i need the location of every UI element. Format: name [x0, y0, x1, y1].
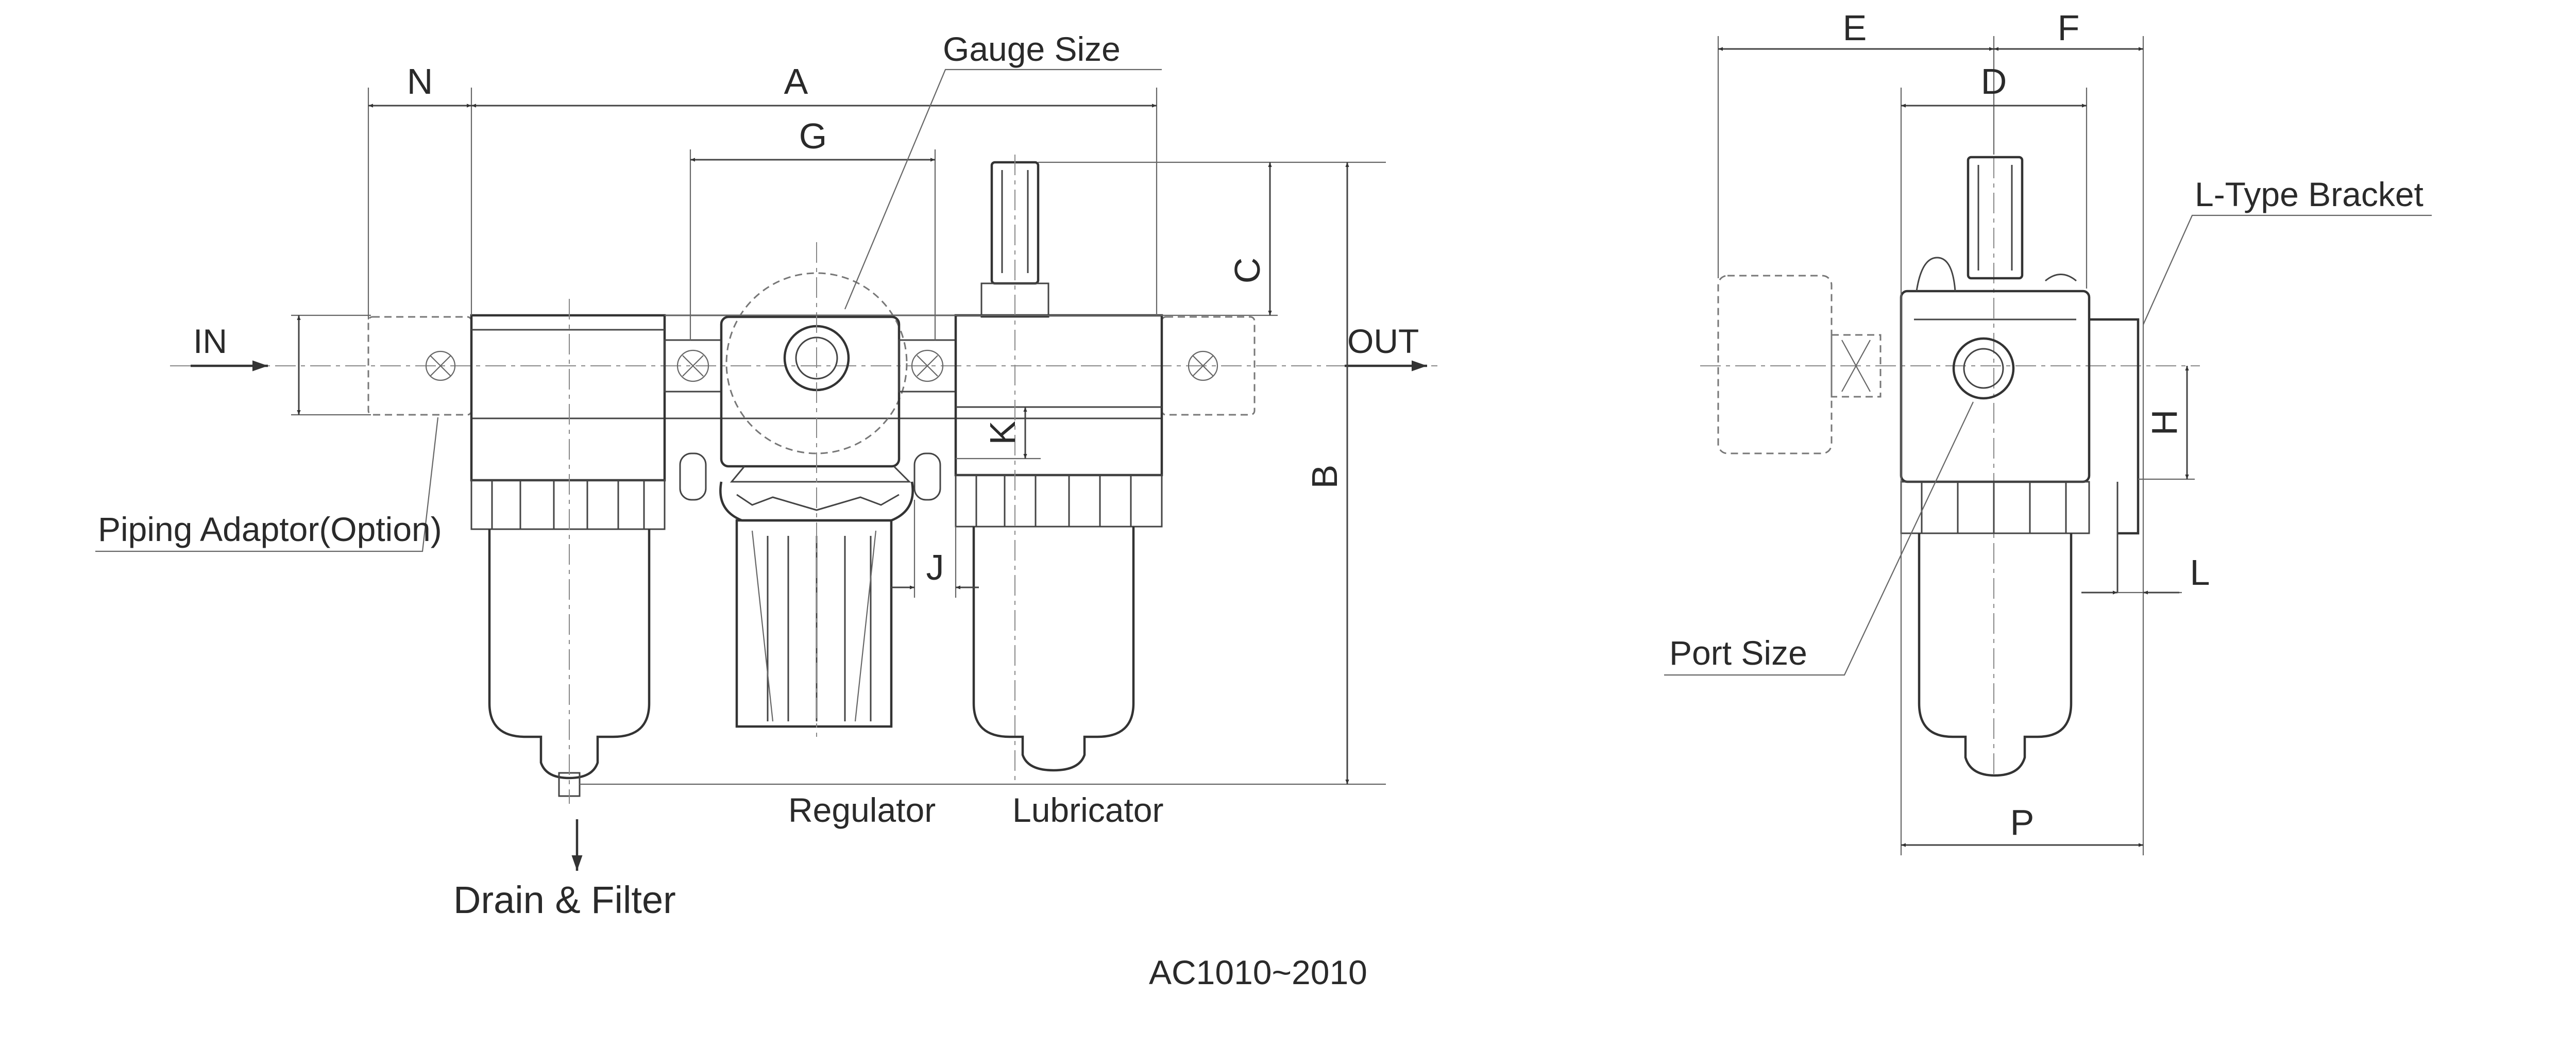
dim-e-label: E — [1843, 8, 1867, 48]
side-view — [1664, 36, 2432, 855]
dim-b-label: B — [1304, 465, 1345, 489]
lubricator-label: Lubricator — [1012, 791, 1164, 829]
front-view — [95, 69, 1437, 871]
piping-adaptor-label: Piping Adaptor(Option) — [98, 510, 442, 548]
l-type-bracket-label: L-Type Bracket — [2195, 175, 2424, 213]
model-label: AC1010~2010 — [1149, 953, 1367, 991]
dim-c-label: C — [1227, 258, 1267, 284]
dim-f-label: F — [2058, 8, 2080, 48]
dim-g-label: G — [799, 116, 827, 156]
dim-p-label: P — [2010, 802, 2035, 842]
dim-j-label: J — [926, 547, 944, 587]
in-label: IN — [193, 322, 227, 360]
port-size-label: Port Size — [1669, 634, 1807, 672]
dim-k-label: K — [982, 421, 1023, 445]
gauge-size-label: Gauge Size — [943, 30, 1121, 68]
dim-a-label: A — [784, 61, 808, 102]
dim-l-label: L — [2190, 552, 2210, 593]
regulator-label: Regulator — [788, 791, 936, 829]
drain-filter-label: Drain & Filter — [453, 879, 676, 921]
out-label: OUT — [1347, 322, 1419, 360]
dim-d-label: D — [1981, 61, 2007, 102]
dim-n-label: N — [407, 61, 433, 102]
dim-h-label: H — [2144, 410, 2184, 436]
